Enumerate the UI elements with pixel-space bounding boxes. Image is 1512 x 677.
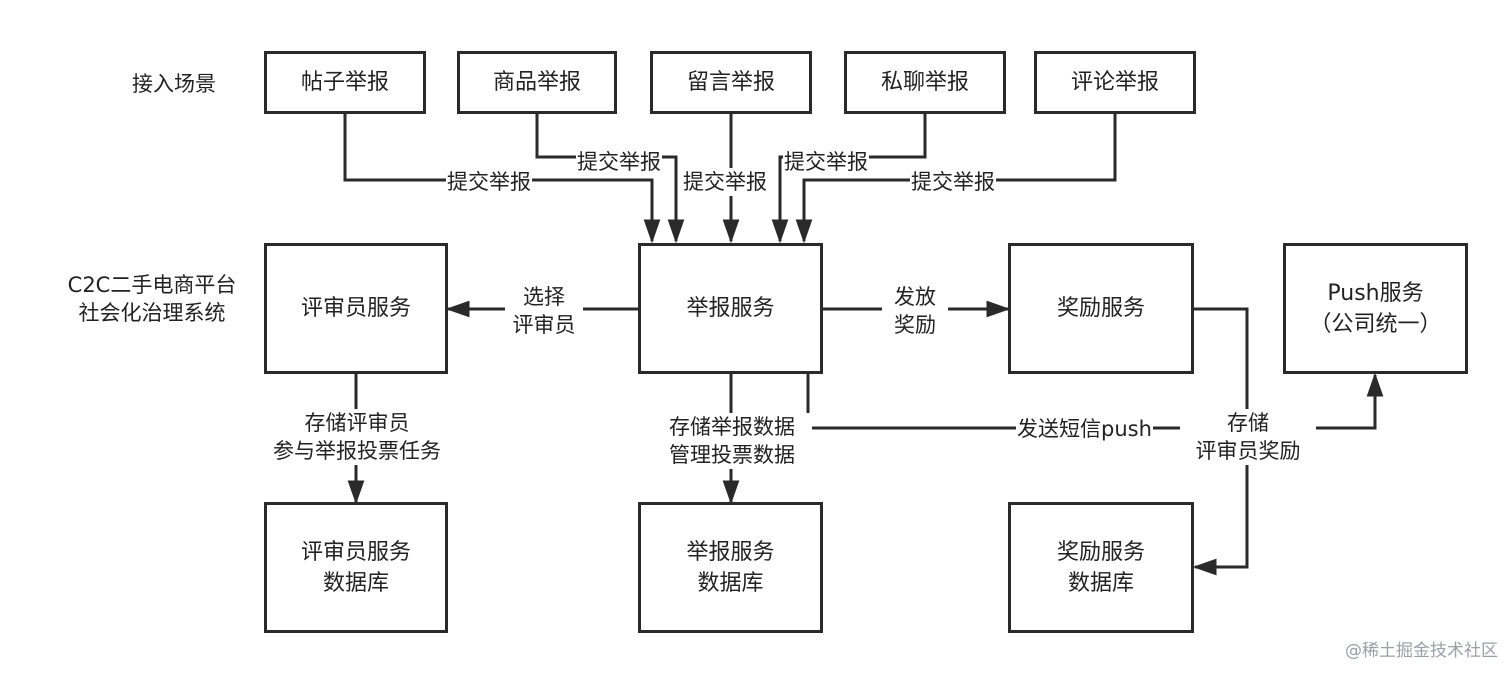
source-post-report-node: 帖子举报	[264, 51, 426, 114]
platform-label-line1: C2C二手电商平台	[67, 273, 237, 297]
select-reviewer-label-line1: 选择	[523, 285, 565, 309]
reviewer-db-node: 评审员服务 数据库	[264, 502, 448, 633]
push-service-label-line1: Push服务	[1327, 280, 1424, 306]
source-goods-report-label: 商品举报	[492, 70, 581, 95]
report-db-label-line2: 数据库	[697, 570, 764, 596]
submit-report-label-2: 提交举报	[576, 148, 662, 176]
report-db-node: 举报服务 数据库	[638, 502, 823, 633]
reward-db-label-line1: 奖励服务	[1056, 539, 1145, 565]
reviewer-service-label: 评审员服务	[300, 296, 411, 321]
store-report-data-label-line2: 管理投票数据	[669, 443, 795, 467]
source-message-report-node: 留言举报	[650, 51, 812, 114]
reward-db-node: 奖励服务 数据库	[1008, 502, 1194, 633]
reviewer-db-label-line1: 评审员服务	[300, 539, 411, 565]
reviewer-service-node: 评审员服务	[264, 243, 448, 374]
push-service-node: Push服务 （公司统一）	[1283, 243, 1468, 374]
grant-reward-label-line2: 奖励	[894, 313, 936, 337]
source-chat-report-node: 私聊举报	[844, 51, 1006, 114]
store-reviewer-reward-label-line2: 评审员奖励	[1195, 439, 1301, 463]
submit-report-label-5: 提交举报	[910, 168, 996, 196]
report-db-label-line1: 举报服务	[686, 539, 775, 565]
send-sms-push-label: 发送短信push	[1016, 415, 1153, 443]
push-service-label-line2: （公司统一）	[1309, 311, 1442, 337]
store-reviewer-tasks-label: 存储评审员 参与举报投票任务	[258, 409, 456, 465]
store-reviewer-tasks-label-line1: 存储评审员	[304, 411, 410, 435]
store-reviewer-tasks-label-line2: 参与举报投票任务	[273, 439, 441, 463]
platform-label: C2C二手电商平台 社会化治理系统	[52, 271, 252, 327]
watermark: @稀土掘金技术社区	[1345, 636, 1498, 661]
submit-report-label-1: 提交举报	[446, 168, 532, 196]
select-reviewer-label-line2: 评审员	[512, 313, 576, 337]
store-report-data-label-line1: 存储举报数据	[669, 415, 795, 439]
grant-reward-label-line1: 发放	[894, 285, 936, 309]
source-comment-report-node: 评论举报	[1034, 51, 1196, 114]
reviewer-db-label-line2: 数据库	[322, 570, 389, 596]
select-reviewer-label: 选择 评审员	[505, 283, 583, 339]
edge-goods-to-report	[535, 113, 685, 244]
source-message-report-label: 留言举报	[686, 70, 775, 95]
report-service-label: 举报服务	[686, 296, 775, 321]
source-post-report-label: 帖子举报	[300, 70, 389, 95]
submit-report-label-4: 提交举报	[783, 148, 869, 176]
submit-report-label-3: 提交举报	[682, 168, 768, 196]
reward-db-label-line2: 数据库	[1067, 570, 1134, 596]
reward-service-label: 奖励服务	[1056, 296, 1145, 321]
store-reviewer-reward-label: 存储 评审员奖励	[1180, 409, 1316, 465]
source-chat-report-label: 私聊举报	[880, 70, 969, 95]
store-report-data-label: 存储举报数据 管理投票数据	[652, 413, 812, 469]
report-service-node: 举报服务	[638, 243, 823, 374]
grant-reward-label: 发放 奖励	[882, 283, 948, 339]
edge-chat-to-report	[771, 113, 927, 244]
store-reviewer-reward-label-line1: 存储	[1227, 411, 1269, 435]
source-goods-report-node: 商品举报	[457, 51, 617, 114]
reward-service-node: 奖励服务	[1008, 243, 1194, 374]
watermark-label: @稀土掘金技术社区	[1345, 641, 1498, 661]
scenario-label: 接入场景	[132, 72, 216, 96]
source-comment-report-label: 评论举报	[1070, 70, 1159, 95]
platform-label-line2: 社会化治理系统	[78, 301, 226, 325]
